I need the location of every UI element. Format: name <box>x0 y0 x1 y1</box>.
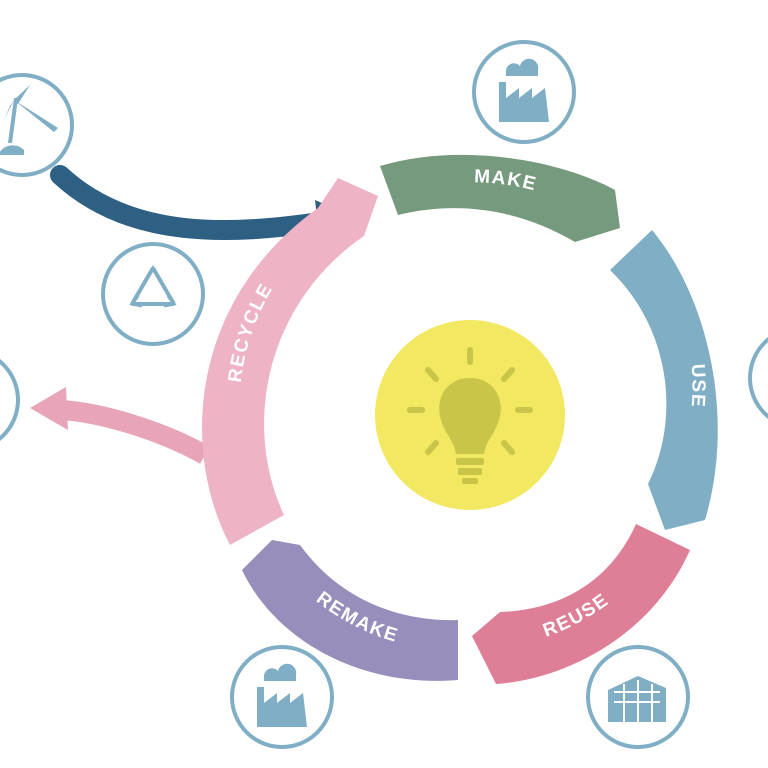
partial-right-icon <box>748 337 768 419</box>
segment-use <box>610 230 718 530</box>
segment-remake <box>242 540 458 681</box>
lightbulb-icon <box>375 320 565 510</box>
recycle-icon <box>101 242 205 346</box>
warehouse-icon <box>586 645 690 749</box>
segment-make <box>380 154 620 242</box>
segment-label-use: USE <box>687 363 709 409</box>
output-arrow <box>30 387 210 464</box>
factory-icon <box>230 645 334 749</box>
segment-reuse <box>472 524 690 684</box>
factory-icon <box>472 40 576 144</box>
wind-turbine-icon <box>0 73 74 177</box>
partial-left-icon <box>0 359 20 441</box>
segment-recycle <box>202 178 378 545</box>
